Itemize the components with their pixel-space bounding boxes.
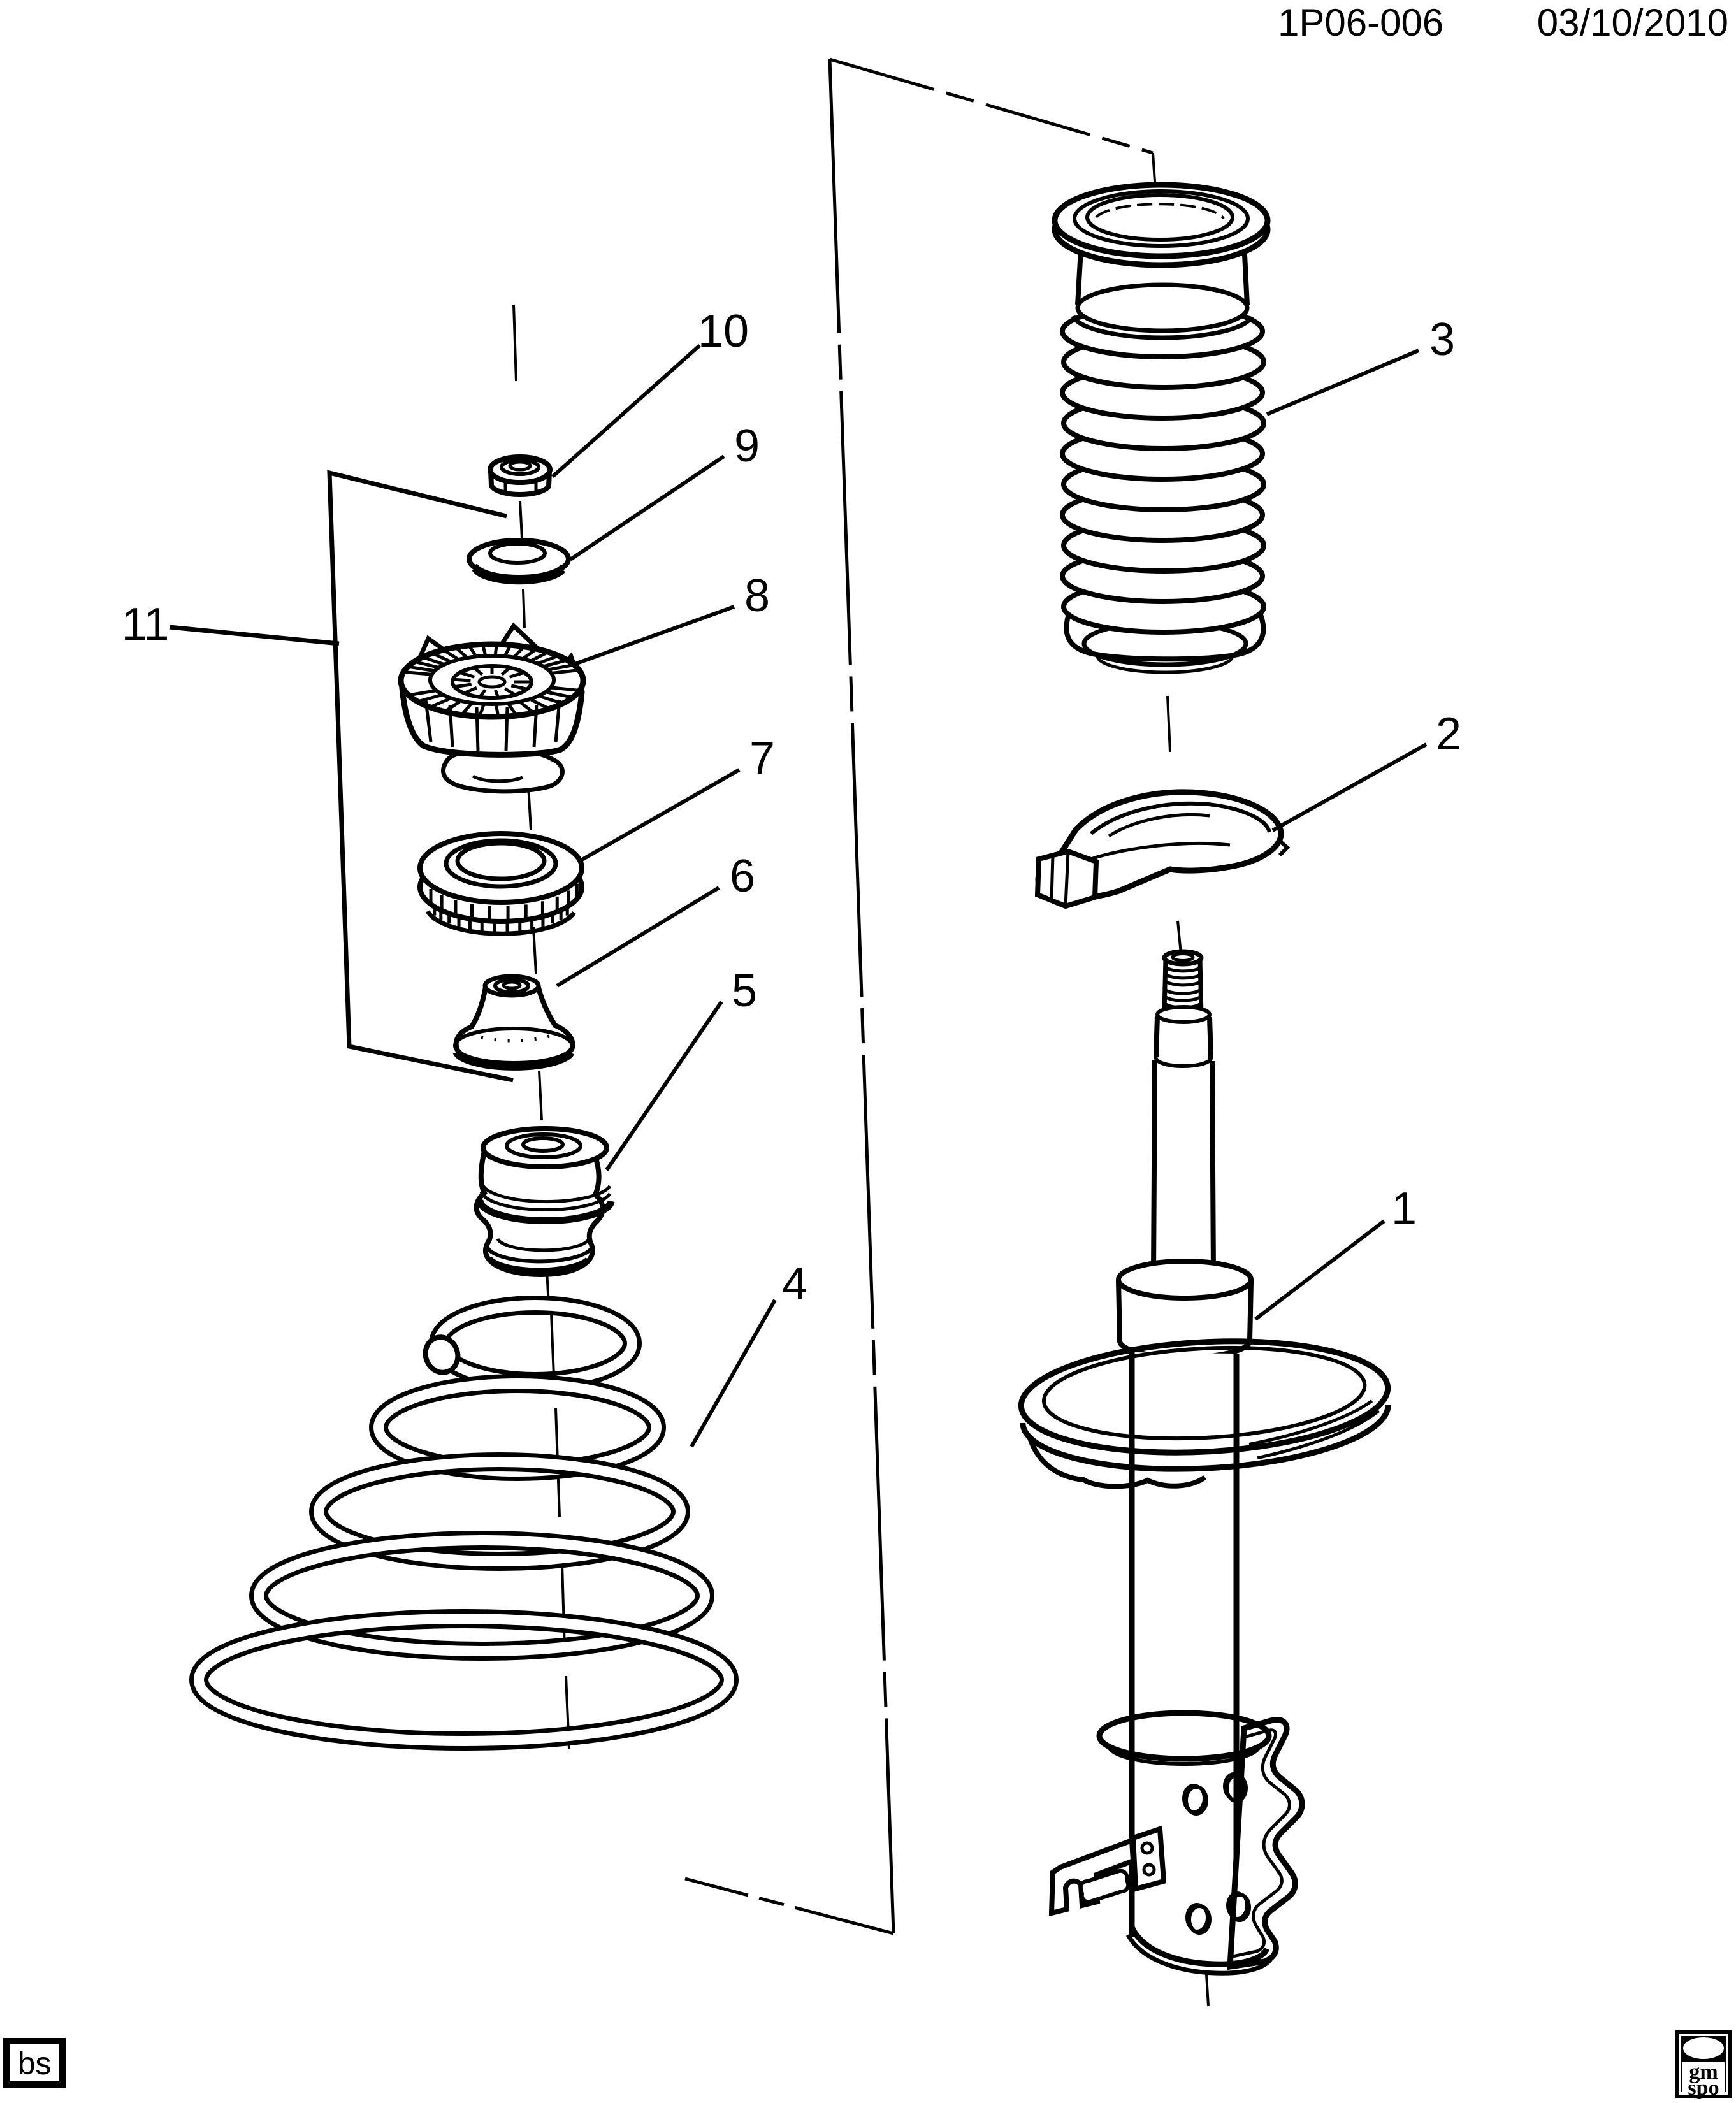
footer-initials-box: bs [3,2038,66,2088]
part-5-jounce-bumper [474,1126,615,1278]
spring-cut-end [423,1334,461,1375]
gm-logo-text-top: gm [1689,2060,1718,2084]
strut-stud-threads [1162,965,1203,1016]
leader-lines [551,343,1428,1448]
gm-logo-ellipse [1683,2037,1724,2059]
strut-bracket-collar [1096,1710,1272,1762]
callout-7: 7 [749,733,775,784]
leader-line-9 [569,454,725,561]
footer-initials: bs [18,2046,52,2081]
header-drawing-info: 1P06-006 03/10/2010 [1278,1,1728,44]
callout-2: 2 [1436,709,1461,760]
leader-line-8 [574,605,735,666]
mount-center-spokes [452,666,532,698]
callout-1: 1 [1391,1183,1417,1234]
leader-line-3 [1266,349,1420,416]
mount-hatch-upper [404,644,579,676]
leader-line-7 [577,768,741,864]
leader-line-6 [556,886,720,988]
callout-5: 5 [732,965,757,1016]
drawing-number: 1P06-006 [1278,1,1443,44]
part-1-strut [1018,949,1391,1976]
leader-line-10 [551,343,701,479]
bearing-serration-band2 [433,905,569,932]
bearing-serration-band1 [429,883,579,921]
part-7-bearing [417,831,584,936]
leader-line-2 [1271,742,1428,832]
gm-spo-logo: gm spo [1675,2030,1732,2100]
part-4-coil-spring [189,1296,739,1751]
leader-line-4 [690,1299,777,1448]
strut-hose-bracket [1048,1825,1167,1917]
part-2-upper-spring-seat [1034,789,1291,909]
callout-11: 11 [122,599,170,650]
strut-lower-spring-perch [1018,1338,1391,1489]
part-10-nut [488,454,553,498]
part-8-strut-mount [398,622,586,794]
part-3-dust-boot [1052,182,1271,674]
part-6-bushing [452,974,575,1071]
callout-3: 3 [1429,314,1455,365]
callout-9: 9 [734,421,760,472]
strut-piston-rod [1151,1059,1216,1274]
gm-logo-text-bottom: spo [1688,2076,1719,2100]
revision-date: 03/10/2010 [1537,1,1728,44]
callout-4: 4 [782,1259,807,1310]
leader-line-5 [605,1001,723,1171]
part-9-spring-cap [467,538,571,585]
part-11-mount-kit-bracket [169,470,514,1083]
callout-labels: 1 2 3 4 5 6 7 8 9 10 11 [122,306,1461,1310]
callout-10: 10 [698,306,749,357]
leader-line-1 [1254,1219,1385,1321]
strut-knuckle-bracket [1125,1717,1305,1976]
callout-6: 6 [730,851,755,902]
leader-line-11 [169,625,340,646]
callout-8: 8 [744,570,770,621]
